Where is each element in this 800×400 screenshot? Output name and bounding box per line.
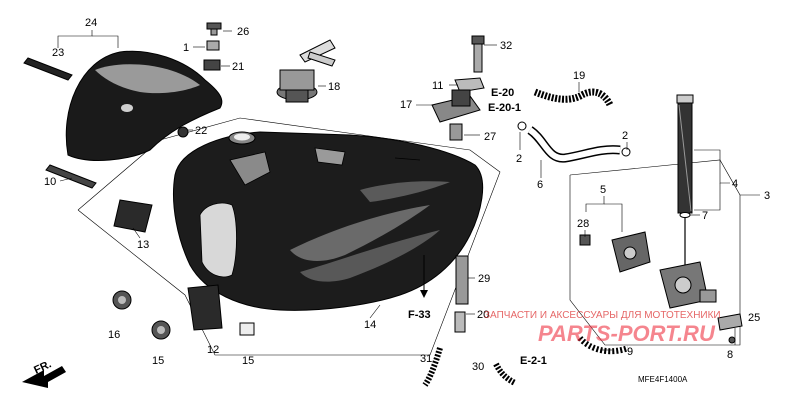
clip-2-right <box>621 147 631 157</box>
emblem-13 <box>113 199 153 233</box>
callout-26: 26 <box>237 26 249 38</box>
callout-16: 16 <box>108 329 120 341</box>
front-direction-arrow <box>22 366 66 388</box>
screw-8 <box>728 336 736 344</box>
reference-f33: F-33 <box>408 309 431 321</box>
callout-29: 29 <box>478 273 490 285</box>
washer-1 <box>206 40 220 51</box>
nut-15 <box>151 320 171 340</box>
fuel-cap-18 <box>276 39 336 103</box>
fuel-tank-body <box>172 131 484 311</box>
callout-5: 5 <box>600 184 606 196</box>
callout-22: 22 <box>195 125 207 137</box>
grommet-22 <box>177 126 189 138</box>
callout-21: 21 <box>232 61 244 73</box>
f33-arrow-head <box>420 290 428 298</box>
grommet-21 <box>203 59 221 71</box>
gasket-11 <box>454 77 485 93</box>
callout-18: 18 <box>328 81 340 93</box>
reference-e20: E-20 <box>491 87 514 99</box>
cover-strip-23 <box>23 57 73 81</box>
tube-29 <box>455 255 469 305</box>
pad-15 <box>239 322 255 336</box>
callout-25: 25 <box>748 312 760 324</box>
nut-16 <box>112 290 132 310</box>
fuel-valve-5 <box>611 231 651 273</box>
callout-4: 4 <box>732 178 738 190</box>
fuel-valve-body <box>659 261 717 309</box>
fuel-sender-17 <box>431 89 481 123</box>
callout-2b: 2 <box>622 130 628 142</box>
collar-27 <box>449 123 463 141</box>
callout-1: 1 <box>183 42 189 54</box>
callout-15a: 15 <box>242 355 254 367</box>
callout-7: 7 <box>702 210 708 222</box>
diagram-code: MFE4F1400A <box>638 375 688 384</box>
callout-8: 8 <box>727 349 733 361</box>
callout-3: 3 <box>764 190 770 202</box>
drain-tube-31 <box>422 347 443 387</box>
callout-6: 6 <box>537 179 543 191</box>
clamp-25 <box>717 313 743 331</box>
reference-e20-1: E-20-1 <box>488 102 521 114</box>
callout-23: 23 <box>52 47 64 59</box>
callout-10: 10 <box>44 176 56 188</box>
breather-hose-19 <box>533 88 614 107</box>
callout-14: 14 <box>364 319 376 331</box>
callout-12: 12 <box>207 344 219 356</box>
callout-19: 19 <box>573 70 585 82</box>
clip-2-left <box>517 121 527 131</box>
reference-e2-1: E-2-1 <box>520 355 547 367</box>
leader-lines <box>57 30 736 351</box>
emblem-12 <box>187 284 223 331</box>
callout-20: 20 <box>477 309 489 321</box>
callout-31: 31 <box>420 353 432 365</box>
bolt-32 <box>471 35 485 73</box>
callout-2a: 2 <box>516 153 522 165</box>
callout-13: 13 <box>137 239 149 251</box>
callout-17: 17 <box>400 99 412 111</box>
callout-30: 30 <box>472 361 484 373</box>
callout-24: 24 <box>85 17 97 29</box>
callout-28: 28 <box>577 218 589 230</box>
joint-20 <box>454 311 466 333</box>
drain-tube-30 <box>493 362 517 386</box>
screw-26 <box>206 22 222 36</box>
watermark-logo: PARTS-PORT.RU <box>538 321 716 346</box>
callout-15b: 15 <box>152 355 164 367</box>
o-ring-7 <box>679 212 691 218</box>
callout-32: 32 <box>500 40 512 52</box>
callout-9: 9 <box>627 346 633 358</box>
cover-strip-10 <box>45 164 97 189</box>
tank-cover-panel <box>65 50 223 161</box>
watermark-text: ЗАПЧАСТИ И АКСЕССУАРЫ ДЛЯ МОТОТЕХНИКИ <box>484 310 721 321</box>
callout-27: 27 <box>484 131 496 143</box>
callout-11: 11 <box>432 80 443 92</box>
fuel-strainer-4 <box>676 94 694 265</box>
